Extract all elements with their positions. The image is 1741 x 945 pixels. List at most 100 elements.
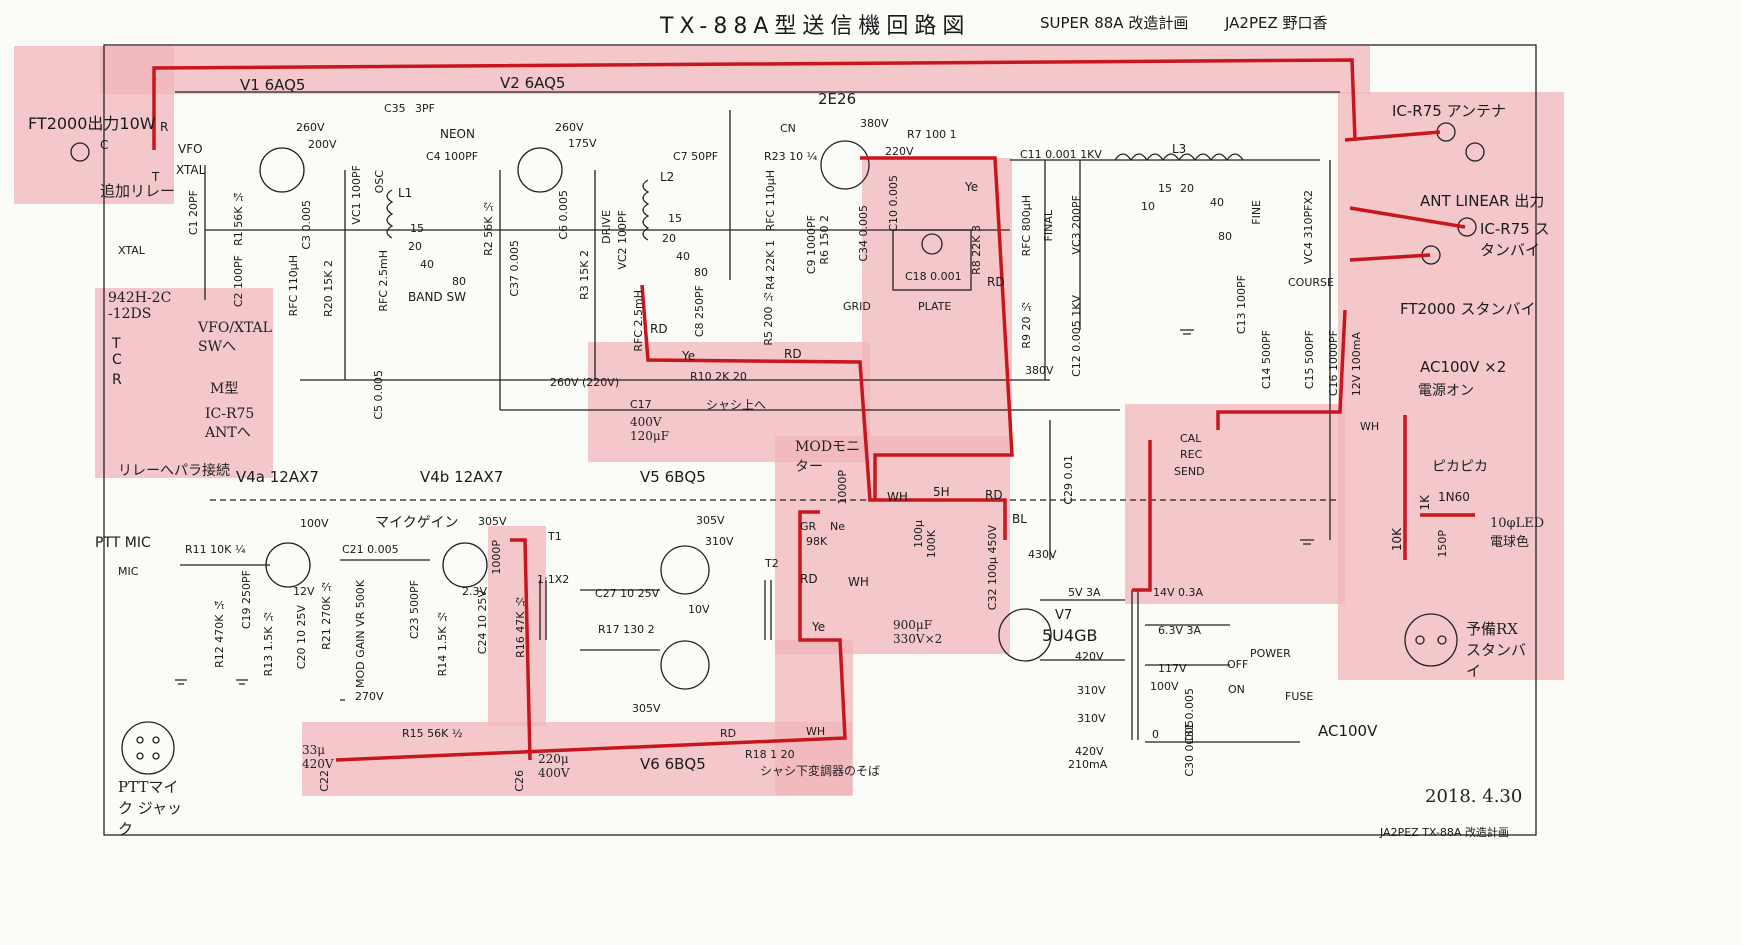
- c1000p-mod: 1000P: [836, 470, 849, 505]
- bus-380v: 380V: [1025, 364, 1054, 377]
- c100u-label: 100μ: [912, 520, 925, 548]
- wire-wh-bottom: WH: [806, 725, 826, 738]
- band-80-l3: 80: [1218, 230, 1232, 243]
- power-on-label: 電源オン: [1418, 383, 1474, 399]
- mod-gain-label: MOD GAIN VR 500K: [354, 580, 367, 689]
- d1n60-label: 1N60: [1438, 490, 1470, 504]
- v2-plate-260v: 260V: [555, 121, 584, 134]
- send-label: SEND: [1174, 465, 1205, 478]
- ne-label: Ne: [830, 520, 845, 533]
- c3-label: C3 0.005: [300, 200, 313, 250]
- ft2000-standby-label: FT2000 スタンバイ: [1400, 300, 1536, 318]
- highlight-relay-notes: [95, 288, 273, 478]
- band-15-l2: 15: [668, 212, 682, 225]
- r2-label: R2 56K ½: [482, 200, 495, 256]
- c1-label: C1 20PF: [187, 190, 200, 236]
- c11-label: C11 0.001 1KV: [1020, 148, 1102, 161]
- c37-label: C37 0.005: [508, 240, 521, 297]
- chassis-under-note: シャシ下変調器のそば: [760, 764, 881, 778]
- fuse-label: FUSE: [1285, 690, 1314, 703]
- c1000p-t1: 1000P: [490, 540, 503, 575]
- wire-wh-t2: WH: [848, 575, 869, 589]
- v6-10v: 10V: [688, 603, 710, 616]
- ps-5v3a: 5V 3A: [1068, 586, 1101, 599]
- ac100v-label: AC100V: [1318, 722, 1378, 740]
- c21-label: C21 0.005: [342, 543, 399, 556]
- r13-label: R13 1.5K ½: [262, 610, 275, 677]
- ps-14v: 14V 0.3A: [1153, 586, 1204, 599]
- c15-label: C15 500PF: [1303, 330, 1316, 390]
- r1-label: R1 56K ¼: [232, 190, 245, 246]
- tube-v7: V7: [1055, 608, 1073, 623]
- tube-v4a: V4a 12AX7: [236, 468, 319, 486]
- v12-100ma-label: 12V 100mA: [1350, 332, 1363, 397]
- vc3-label: VC3 200PF: [1070, 195, 1083, 255]
- r1k-label: 1K: [1418, 495, 1432, 511]
- grid-label: GRID: [843, 300, 871, 313]
- v6-305v: 305V: [632, 702, 661, 715]
- wire-rd-c17: RD: [784, 347, 802, 361]
- electrolytic-note: 900μF 330V×2: [893, 618, 943, 646]
- r20-label: R20 15K 2: [322, 260, 335, 317]
- r10-label: R10 2K 20: [690, 370, 747, 383]
- band-40-l2: 40: [676, 250, 690, 263]
- wire-rd-rfc: RD: [650, 322, 668, 336]
- r9-label: R9 20 ½: [1020, 300, 1033, 349]
- relay-pin-r: R: [112, 372, 122, 388]
- pikapika-label: ピカピカ: [1432, 459, 1488, 475]
- rec-label: REC: [1180, 448, 1203, 461]
- tube-v6: V6 6BQ5: [640, 755, 706, 773]
- v1-plate-260v: 260V: [296, 121, 325, 134]
- band-20: 20: [408, 240, 422, 253]
- vc1-label: VC1 100PF: [350, 165, 363, 225]
- off-label: OFF: [1227, 658, 1249, 671]
- band-sw-label: BAND SW: [408, 290, 466, 304]
- c29-label: C29 0.01: [1062, 455, 1075, 505]
- final-380v: 380V: [860, 117, 889, 130]
- r12-label: R12 470K ¼: [213, 598, 226, 668]
- wire-ye-plate: Ye: [965, 180, 979, 194]
- c14-label: C14 500PF: [1260, 330, 1273, 390]
- wire-rd-choke: RD: [985, 488, 1003, 502]
- c19-label: C19 250PF: [240, 570, 253, 630]
- c150p-label: 150P: [1436, 530, 1449, 558]
- rfc3-label: RFC 2.5mH: [632, 290, 645, 352]
- ps-430v: 430V: [1028, 548, 1057, 561]
- band-40: 40: [420, 258, 434, 271]
- ps-0: 0: [1152, 728, 1159, 741]
- v4a-12v: 12V: [293, 585, 315, 598]
- t1-ratio: 1:1X2: [537, 573, 570, 586]
- l1-label: L1: [398, 186, 413, 200]
- c7-label: C7 50PF: [673, 150, 719, 163]
- r21-label: R21 270K ½: [320, 580, 333, 650]
- ft2000-out-label: FT2000出力10W: [28, 114, 156, 133]
- r15-label: R15 56K ½: [402, 727, 463, 740]
- highlight-hv-path: [1125, 404, 1345, 604]
- c16-label: C16 1000PF: [1327, 330, 1340, 397]
- vfo-label: VFO: [178, 142, 203, 156]
- mod-monitor-note: MODモニター: [795, 439, 861, 475]
- c30-label: C30 0.005: [1183, 720, 1196, 777]
- c24-label: C24 10 25V: [476, 590, 489, 655]
- ps-210ma: 210mA: [1068, 758, 1108, 771]
- ps-310v-b: 310V: [1077, 712, 1106, 725]
- bus-260-220v: 260V (220V): [550, 376, 620, 389]
- led-bulb-label: 10φLED 電球色: [1490, 516, 1545, 550]
- highlight-plate: [862, 158, 1012, 456]
- c13-label: C13 100PF: [1235, 275, 1248, 335]
- rfc2-label: RFC 2.5mH: [377, 250, 390, 312]
- power-label: POWER: [1250, 647, 1291, 660]
- drive-label: DRIVE: [600, 210, 613, 244]
- wire-rd-bottom: RD: [720, 727, 737, 740]
- spare-rx-label: 予備RX スタンバイ: [1466, 620, 1527, 680]
- band-80: 80: [452, 275, 466, 288]
- r8-label: R8 22K 3: [970, 225, 983, 275]
- cal-label: CAL: [1180, 432, 1202, 445]
- c26-label: C26: [513, 770, 526, 792]
- r7-label: R7 100 1: [907, 128, 957, 141]
- wire-wh-right: WH: [1360, 420, 1380, 433]
- ac100v-x2-label: AC100V ×2: [1420, 358, 1507, 376]
- osc-label: OSC: [373, 170, 386, 194]
